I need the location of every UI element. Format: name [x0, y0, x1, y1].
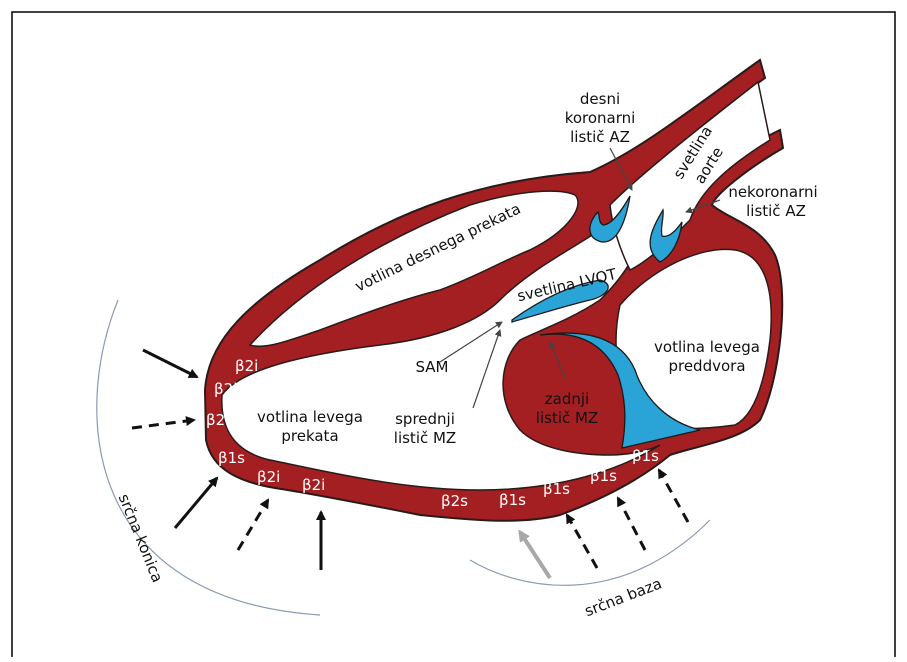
segment-label: β2i [302, 476, 325, 494]
solid-arrow [143, 350, 197, 377]
dashed-arrow [238, 500, 268, 550]
right-coronary-cusp-label: listič AZ [570, 128, 630, 146]
right-coronary-cusp-label: desni [580, 90, 620, 108]
posterior-mitral-leaflet-label: listič MZ [536, 409, 598, 427]
lv-cavity-label: prekata [281, 427, 338, 445]
dashed-arrow [659, 470, 688, 522]
segment-label: β2i [214, 380, 237, 398]
noncoronary-cusp-label: listič AZ [746, 202, 806, 220]
segment-label: β2i [206, 411, 229, 429]
noncoronary-cusp-label: nekoronarni [728, 183, 817, 201]
segment-label: β1s [590, 467, 617, 485]
base-guide-curve [470, 520, 710, 585]
segment-label: β1s [218, 449, 245, 467]
gray-arrow [520, 532, 550, 578]
dashed-arrow [567, 515, 597, 568]
segment-label: β2i [257, 468, 280, 486]
segment-label: β1s [499, 491, 526, 509]
segment-label: β1s [632, 447, 659, 465]
la-cavity-label: preddvora [668, 357, 745, 375]
dashed-arrow [132, 420, 194, 428]
segment-label: β2i [235, 357, 258, 375]
segment-label: β2s [441, 492, 468, 510]
dashed-arrow [618, 498, 645, 550]
sam-label: SAM [415, 358, 448, 376]
anterior-mitral-leaflet-label: sprednji [395, 410, 455, 428]
posterior-mitral-leaflet-label: zadnji [545, 390, 589, 408]
base-label: srčna baza [582, 574, 664, 620]
right-coronary-cusp-label: koronarni [565, 109, 636, 127]
lv-cavity-label: votlina levega [257, 408, 363, 426]
solid-arrow [175, 478, 217, 528]
segment-label: β1s [543, 480, 570, 498]
la-cavity-label: votlina levega [654, 338, 760, 356]
apex-label: srčna konica [115, 491, 167, 585]
anterior-mitral-leaflet-label: listič MZ [394, 429, 456, 447]
